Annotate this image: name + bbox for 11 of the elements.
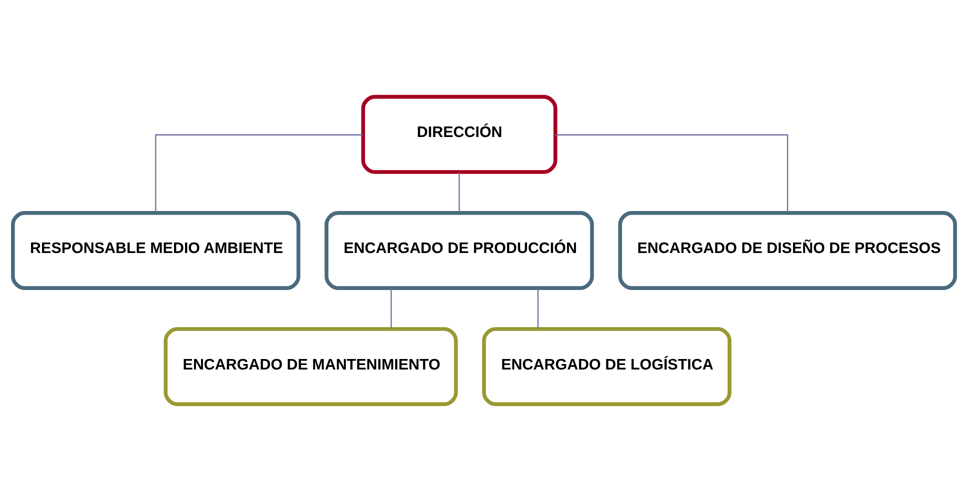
node-box: ENCARGADO DE LOGÍSTICA	[482, 326, 732, 406]
node-box: RESPONSABLE MEDIO AMBIENTE	[11, 210, 300, 290]
connector	[390, 288, 392, 328]
node-box: DIRECCIÓN	[361, 94, 558, 174]
connector	[556, 134, 788, 212]
connector	[155, 134, 363, 212]
node-box: ENCARGADO DE DISEÑO DE PROCESOS	[618, 210, 957, 290]
connector	[458, 172, 460, 212]
node-box: ENCARGADO DE PRODUCCIÓN	[324, 210, 594, 290]
node-box: ENCARGADO DE MANTENIMIENTO	[164, 326, 458, 406]
connector	[537, 288, 539, 328]
